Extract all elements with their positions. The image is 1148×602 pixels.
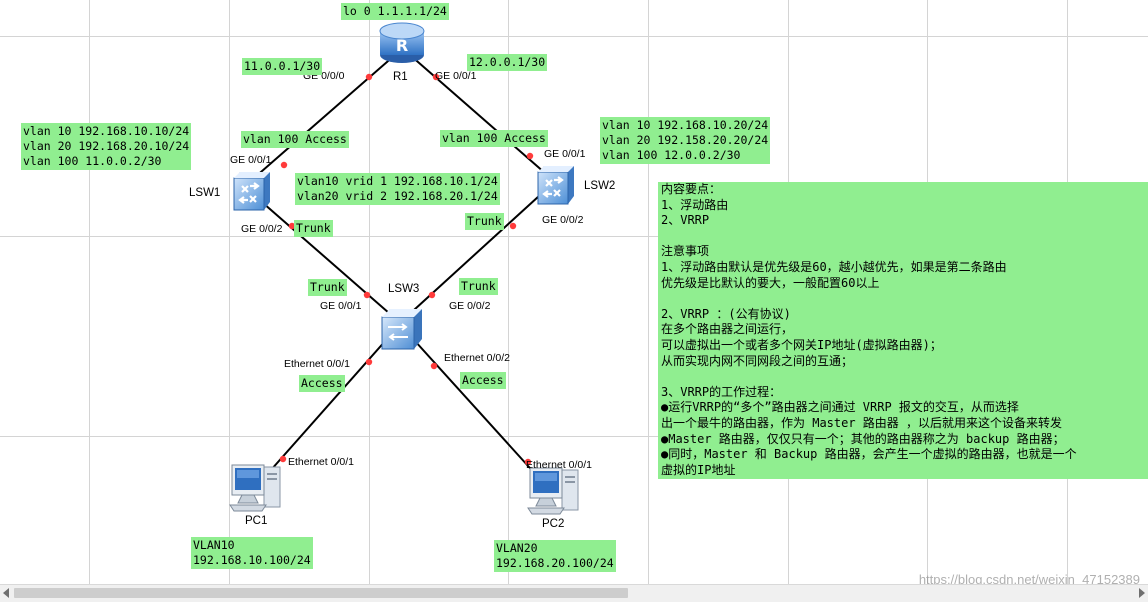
l3-switch-icon[interactable] bbox=[232, 170, 272, 212]
port-dot bbox=[428, 291, 436, 299]
link-lsw3-pc2[interactable] bbox=[404, 329, 549, 489]
port-dot bbox=[365, 73, 373, 81]
device-label-pc2: PC2 bbox=[542, 518, 565, 530]
scroll-left-arrow-icon[interactable] bbox=[3, 588, 9, 598]
device-label-pc1: PC1 bbox=[245, 515, 268, 527]
pc-icon[interactable] bbox=[228, 461, 284, 513]
port-label: Ethernet 0/0/2 bbox=[444, 352, 510, 364]
link-r1-lsw2[interactable] bbox=[409, 54, 554, 181]
note-pc1-info[interactable]: VLAN10 192.168.10.100/24 bbox=[191, 537, 313, 569]
port-dot bbox=[526, 152, 534, 160]
grid-line bbox=[0, 236, 1148, 237]
link-lsw3-pc1[interactable] bbox=[254, 329, 396, 489]
link-lsw1-lsw3[interactable] bbox=[254, 195, 398, 321]
watermark: https://blog.csdn.net/weixin_47152389 bbox=[918, 572, 1140, 587]
port-dot bbox=[288, 222, 296, 230]
note-trunk[interactable]: Trunk bbox=[459, 278, 498, 295]
scroll-right-arrow-icon[interactable] bbox=[1139, 588, 1145, 598]
port-dot bbox=[280, 161, 288, 169]
note-trunk[interactable]: Trunk bbox=[294, 220, 333, 237]
grid-line bbox=[229, 0, 230, 601]
device-label-lsw2: LSW2 bbox=[584, 180, 616, 192]
note-pc2-info[interactable]: VLAN20 192.168.20.100/24 bbox=[494, 540, 616, 572]
port-label: GE 0/0/2 bbox=[449, 300, 491, 312]
port-label: GE 0/0/2 bbox=[241, 223, 283, 235]
pc-icon[interactable] bbox=[526, 464, 582, 516]
note-r1-link1[interactable]: 11.0.0.1/30 bbox=[242, 58, 323, 75]
note-access[interactable]: Access bbox=[299, 375, 345, 392]
summary-note-box[interactable]: 内容要点： 1、浮动路由 2、VRRP 注意事项 1、浮动路由默认是优先级是60… bbox=[658, 182, 1148, 479]
l2-switch-icon[interactable] bbox=[380, 307, 424, 351]
note-lsw2-uplink[interactable]: vlan 100 Access bbox=[440, 130, 548, 147]
grid-line bbox=[369, 0, 370, 601]
note-trunk[interactable]: Trunk bbox=[308, 279, 347, 296]
grid-line bbox=[89, 0, 90, 601]
port-label: GE 0/0/1 bbox=[230, 154, 272, 166]
port-dot bbox=[432, 73, 440, 81]
port-label: GE 0/0/1 bbox=[435, 70, 477, 82]
port-label: Ethernet 0/0/1 bbox=[526, 459, 592, 471]
grid-line bbox=[0, 436, 1148, 437]
port-dot bbox=[430, 362, 438, 370]
grid-line bbox=[0, 36, 1148, 37]
link-lsw2-lsw3[interactable] bbox=[402, 185, 551, 321]
grid-line bbox=[508, 0, 509, 601]
summary-note-text: 内容要点： 1、浮动路由 2、VRRP 注意事项 1、浮动路由默认是优先级是60… bbox=[661, 182, 1077, 477]
device-label-lsw1: LSW1 bbox=[189, 187, 221, 199]
device-label-r1: R1 bbox=[393, 71, 408, 83]
note-lsw2-ips[interactable]: vlan 10 192.168.10.20/24 vlan 20 192.158… bbox=[600, 117, 771, 164]
port-dot bbox=[524, 458, 532, 466]
l3-switch-icon[interactable] bbox=[536, 164, 576, 206]
note-lsw1-uplink[interactable]: vlan 100 Access bbox=[241, 131, 349, 148]
port-dot bbox=[509, 222, 517, 230]
port-label: GE 0/0/1 bbox=[320, 300, 362, 312]
device-label-lsw3: LSW3 bbox=[388, 283, 420, 295]
port-dot bbox=[365, 358, 373, 366]
note-access[interactable]: Access bbox=[460, 372, 506, 389]
note-trunk[interactable]: Trunk bbox=[465, 213, 504, 230]
svg-text:R: R bbox=[396, 36, 408, 55]
router-icon[interactable]: R bbox=[377, 19, 427, 67]
scrollbar-thumb[interactable] bbox=[14, 588, 628, 598]
port-label: GE 0/0/1 bbox=[544, 148, 586, 160]
port-label: Ethernet 0/0/1 bbox=[288, 456, 354, 468]
port-label: GE 0/0/2 bbox=[542, 214, 584, 226]
horizontal-scrollbar[interactable] bbox=[0, 584, 1148, 602]
port-dot bbox=[363, 291, 371, 299]
port-dot bbox=[279, 455, 287, 463]
note-vrrp[interactable]: vlan10 vrid 1 192.168.10.1/24 vlan20 vri… bbox=[295, 173, 500, 205]
port-label: Ethernet 0/0/1 bbox=[284, 358, 350, 370]
grid-line bbox=[648, 0, 649, 601]
note-lsw1-ips[interactable]: vlan 10 192.168.10.10/24 vlan 20 192.168… bbox=[21, 123, 192, 170]
note-r1-loopback[interactable]: lo 0 1.1.1.1/24 bbox=[341, 3, 449, 20]
note-r1-link2[interactable]: 12.0.0.1/30 bbox=[467, 54, 548, 71]
